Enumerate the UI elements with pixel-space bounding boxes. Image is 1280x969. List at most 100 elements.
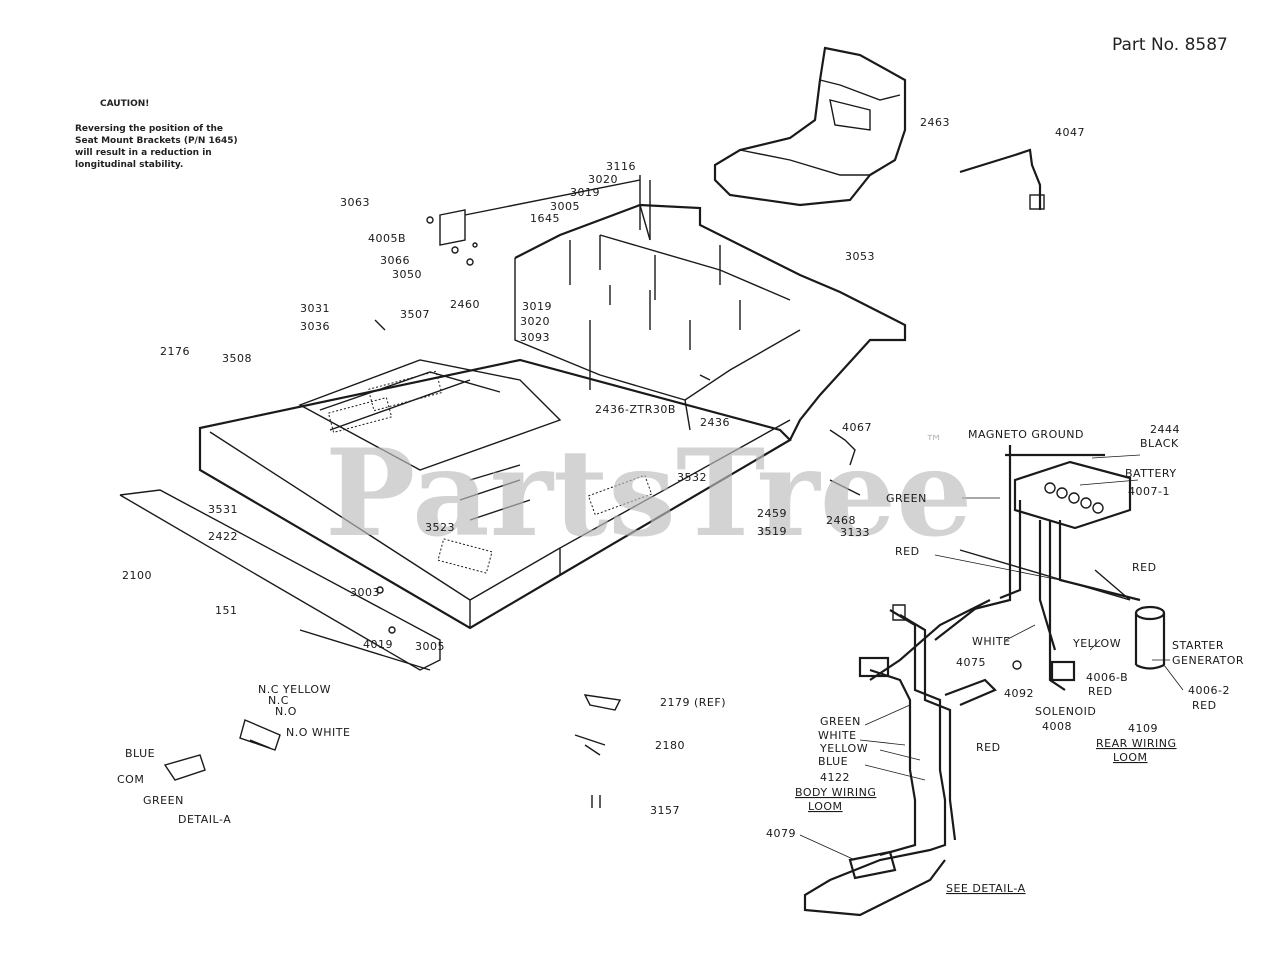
callout: 1645	[530, 212, 560, 225]
wiring-labels: MAGNETO GROUND BLACK BATTERY GREEN RED R…	[795, 428, 1244, 895]
wire-label: RED	[1088, 685, 1113, 698]
watermark-brand: PartsTree	[325, 423, 972, 564]
wiring-harness	[799, 445, 1184, 917]
callout: 3053	[845, 250, 875, 263]
callout: 3005	[415, 640, 445, 653]
callout: 2180	[655, 739, 685, 752]
wire-label: BATTERY	[1125, 467, 1177, 480]
wire-label: SOLENOID	[1035, 705, 1096, 718]
wire-label: STARTER	[1172, 639, 1224, 652]
callout: 3031	[300, 302, 330, 315]
wire-label: RED	[1132, 561, 1157, 574]
callout: 2468	[826, 514, 856, 527]
callout: 3020	[520, 315, 550, 328]
wire-label: SEE DETAIL-A	[946, 882, 1026, 895]
hardware-fasteners	[374, 175, 861, 634]
callout: 4047	[1055, 126, 1085, 139]
callout: 4075	[956, 656, 986, 669]
callout: 2444	[1150, 423, 1180, 436]
caution-line: longitudinal stability.	[75, 160, 183, 170]
callout: 2459	[757, 507, 787, 520]
detail-label: BLUE	[125, 747, 155, 760]
callout: 3003	[350, 586, 380, 599]
callout: 4007-1	[1128, 485, 1170, 498]
wire-label: YELLOW	[819, 742, 868, 755]
wire-label: RED	[976, 741, 1001, 754]
callout: 4006-2	[1188, 684, 1230, 697]
seat-switch-part	[959, 148, 1045, 210]
callout: 4005B	[368, 232, 406, 245]
wire-label: GENERATOR	[1172, 654, 1244, 667]
callout: 2436-ZTR30B	[595, 403, 676, 416]
callout: 2100	[122, 569, 152, 582]
callout: 2460	[450, 298, 480, 311]
chassis-body	[119, 203, 907, 671]
wire-label: LOOM	[1113, 751, 1148, 764]
detail-label: COM	[117, 773, 144, 786]
wire-label: LOOM	[808, 800, 843, 813]
callout: 4109	[1128, 722, 1158, 735]
wire-label: YELLOW	[1072, 637, 1121, 650]
detail-label: N.O WHITE	[286, 726, 350, 739]
callout: 3005	[550, 200, 580, 213]
callout: 3093	[520, 331, 550, 344]
callout: 3036	[300, 320, 330, 333]
callout: 4006-B	[1086, 671, 1128, 684]
callout: 3020	[588, 173, 618, 186]
callout: 2422	[208, 530, 238, 543]
callout: 3063	[340, 196, 370, 209]
callout: 3133	[840, 526, 870, 539]
callout: 3532	[677, 471, 707, 484]
callout: 3157	[650, 804, 680, 817]
part-number: Part No. 8587	[1112, 35, 1228, 55]
watermark-trademark: ™	[925, 432, 943, 453]
caution-line: Reversing the position of the	[75, 124, 223, 134]
detail-label: N.C	[268, 694, 289, 707]
callout: 3066	[380, 254, 410, 267]
callout: 4008	[1042, 720, 1072, 733]
callout: 4067	[842, 421, 872, 434]
wire-label: WHITE	[972, 635, 1011, 648]
detail-a-labels: N.C YELLOW N.C N.O N.O WHITE BLUE COM GR…	[117, 683, 350, 826]
detail-label: DETAIL-A	[178, 813, 231, 826]
callout: 2463	[920, 116, 950, 129]
wire-label: BLUE	[818, 755, 848, 768]
callout: 3019	[570, 186, 600, 199]
wire-label: RED	[895, 545, 920, 558]
detail-label: N.O	[275, 705, 297, 718]
callout: 3050	[392, 268, 422, 281]
wire-label: MAGNETO GROUND	[968, 428, 1084, 441]
caution-line: will result in a reduction in	[75, 148, 212, 158]
caution-note: CAUTION! Reversing the position of the S…	[75, 99, 238, 170]
callout-labels: 2463 4047 3116 3020 3019 3005 1645 3063 …	[122, 116, 1230, 840]
wire-label: GREEN	[820, 715, 861, 728]
wire-label: WHITE	[818, 729, 857, 742]
wire-label: RED	[1192, 699, 1217, 712]
callout: 2436	[700, 416, 730, 429]
callout: 4122	[820, 771, 850, 784]
wire-label: GREEN	[886, 492, 927, 505]
callout: 151	[215, 604, 238, 617]
callout: 3508	[222, 352, 252, 365]
callout: 3531	[208, 503, 238, 516]
seat-assembly	[713, 46, 907, 207]
wire-label: BLACK	[1140, 437, 1179, 450]
callout: 3019	[522, 300, 552, 313]
callout: 4079	[766, 827, 796, 840]
callout: 3116	[606, 160, 636, 173]
callout: 2176	[160, 345, 190, 358]
callout: 4019	[363, 638, 393, 651]
detail-label: GREEN	[143, 794, 184, 807]
callout: 3519	[757, 525, 787, 538]
wire-label: BODY WIRING	[795, 786, 876, 799]
caution-title: CAUTION!	[100, 99, 149, 109]
wire-label: REAR WIRING	[1096, 737, 1177, 750]
detail-label: N.C YELLOW	[258, 683, 331, 696]
detail-a-switch	[163, 719, 281, 781]
callout: 2179 (REF)	[660, 696, 726, 709]
callout: 4092	[1004, 687, 1034, 700]
callout: 3507	[400, 308, 430, 321]
misc-small-parts	[574, 694, 622, 808]
